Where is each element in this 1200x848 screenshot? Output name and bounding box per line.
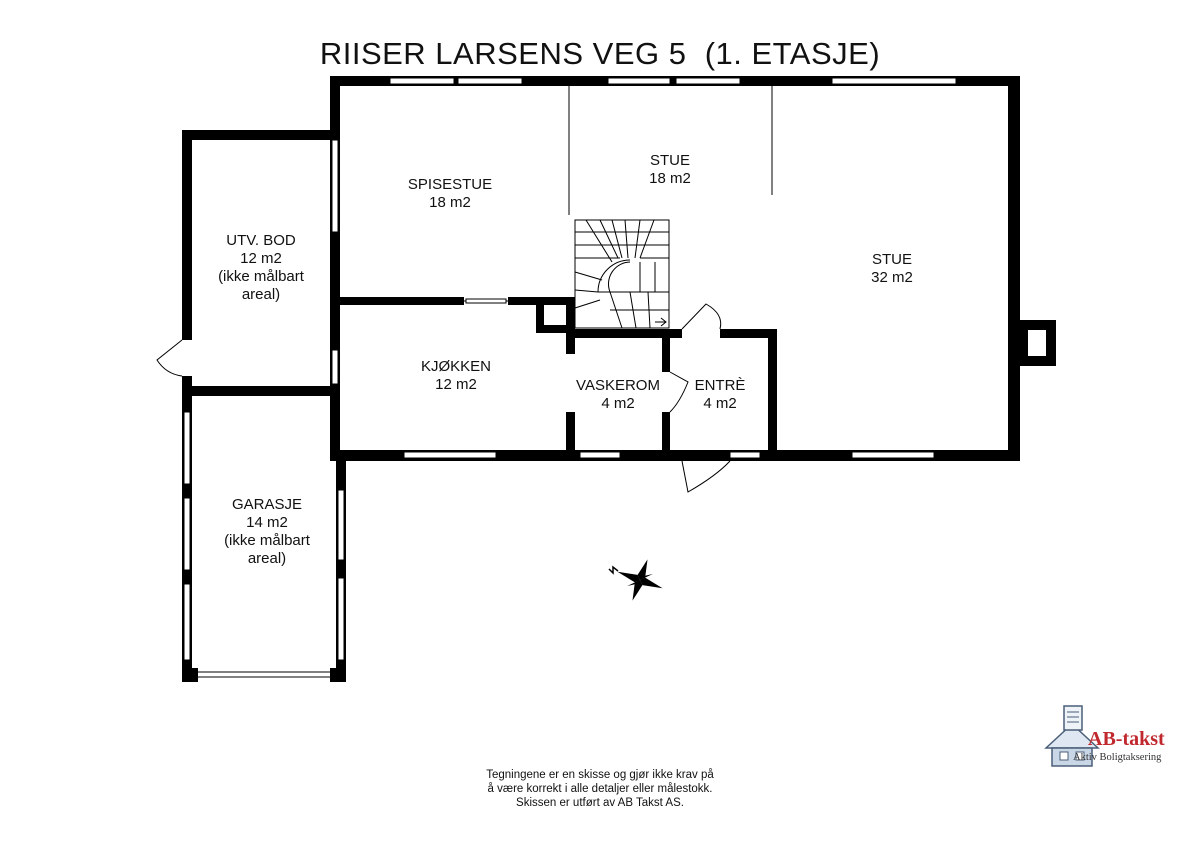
room-note: (ikke målbart [218, 268, 304, 285]
interior-walls [340, 297, 777, 452]
staircase [574, 219, 670, 329]
room-spisestue: SPISESTUE 18 m2 [380, 176, 520, 212]
room-area: 4 m2 [601, 395, 635, 412]
room-area: 18 m2 [649, 170, 691, 187]
room-name: GARASJE [231, 496, 303, 513]
room-area: 32 m2 [871, 269, 913, 286]
disclaimer: Tegningene er en skisse og gjør ikke kra… [420, 768, 780, 810]
bod-door [156, 339, 183, 377]
disclaimer-line: å være korrekt i alle detaljer eller mål… [487, 783, 713, 795]
bod-walls [182, 130, 330, 396]
disclaimer-line: Tegningene er en skisse og gjør ikke kra… [486, 769, 714, 781]
logo-tagline: Aktiv Boligtaksering [1073, 752, 1162, 763]
windows-left [331, 139, 339, 385]
house-logo-icon [1044, 705, 1100, 767]
room-name: KJØKKEN [420, 358, 492, 375]
windows-bottom [403, 451, 935, 459]
room-utv-bod: UTV. BOD 12 m2 (ikke målbart areal) [192, 232, 330, 304]
room-name: UTV. BOD [226, 232, 296, 249]
room-stue-large: STUE 32 m2 [822, 251, 962, 287]
room-area: 14 m2 [246, 514, 288, 531]
exterior-walls [330, 76, 1056, 461]
room-name: VASKEROM [576, 377, 660, 394]
room-name: STUE [871, 251, 912, 268]
room-note: areal) [247, 550, 287, 567]
garage-door [198, 671, 330, 678]
logo-brand: AB-takst [1088, 728, 1165, 750]
windows-top [389, 77, 957, 85]
garage-windows [183, 411, 345, 661]
door-swings [669, 303, 731, 493]
room-kjokken: KJØKKEN 12 m2 [386, 358, 526, 394]
compass-rose-icon [617, 559, 663, 601]
room-name: ENTRÈ [694, 377, 746, 394]
compass-north-mark [608, 565, 619, 575]
plan-title: RIISER LARSENS VEG 5 (1. ETASJE) [319, 36, 881, 71]
room-area: 12 m2 [435, 376, 477, 393]
disclaimer-line: Skissen er utført av AB Takst AS. [516, 797, 684, 809]
room-area: 18 m2 [429, 194, 471, 211]
room-entre: ENTRÈ 4 m2 [680, 377, 760, 413]
thin-partitions [464, 86, 773, 304]
room-area: 12 m2 [240, 250, 282, 267]
room-area: 4 m2 [703, 395, 737, 412]
room-name: SPISESTUE [407, 176, 493, 193]
room-vaskerom: VASKEROM 4 m2 [570, 377, 666, 413]
room-garasje: GARASJE 14 m2 (ikke målbart areal) [196, 496, 338, 568]
room-note: areal) [241, 286, 281, 303]
room-name: STUE [649, 152, 690, 169]
room-stue-small: STUE 18 m2 [600, 152, 740, 188]
chimney-opening [1028, 330, 1046, 356]
room-note: (ikke målbart [224, 532, 310, 549]
